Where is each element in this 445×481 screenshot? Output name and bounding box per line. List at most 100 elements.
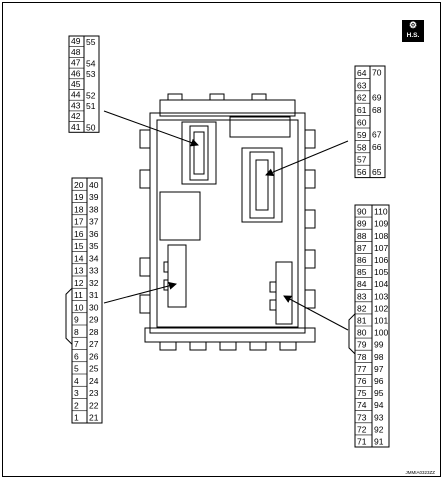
pin-label: 109 bbox=[374, 219, 388, 229]
pin-label: 43 bbox=[71, 100, 81, 110]
leader-lines bbox=[103, 110, 349, 331]
junction-box-unit bbox=[139, 93, 316, 351]
bottom-tab-1 bbox=[159, 341, 177, 351]
reference-code: JMMIA0323ZZ bbox=[405, 470, 435, 475]
pin-label: 86 bbox=[357, 255, 367, 265]
pin-label: 11 bbox=[74, 290, 83, 300]
top-tab-1 bbox=[167, 93, 183, 101]
top-tab-3 bbox=[251, 93, 267, 101]
pin-label: 49 bbox=[71, 36, 81, 46]
pin-label: 5 bbox=[74, 364, 79, 374]
pin-label: 75 bbox=[357, 388, 367, 398]
pin-label: 44 bbox=[71, 90, 81, 100]
pin-label: 12 bbox=[74, 278, 84, 288]
pin-label: 64 bbox=[357, 68, 367, 78]
pin-label: 9 bbox=[74, 315, 79, 325]
socket-left-bottom-notch-1 bbox=[163, 261, 169, 273]
pin-label: 27 bbox=[89, 339, 99, 349]
pin-label: 16 bbox=[74, 229, 84, 239]
pin-label: 14 bbox=[74, 253, 84, 263]
pin-label: 95 bbox=[374, 388, 384, 398]
pin-label: 31 bbox=[89, 290, 99, 300]
diagram-frame bbox=[2, 2, 441, 477]
pin-label: 80 bbox=[357, 328, 367, 338]
pin-label: 1 bbox=[74, 413, 79, 423]
pin-label: 65 bbox=[372, 167, 382, 177]
relay-box bbox=[159, 191, 201, 241]
pin-label: 106 bbox=[374, 255, 388, 265]
pin-label: 8 bbox=[74, 327, 79, 337]
pin-label: 71 bbox=[357, 437, 367, 447]
harness-connector-icon: ⚙ bbox=[408, 20, 418, 30]
pin-label: 76 bbox=[357, 376, 367, 386]
unit-base bbox=[144, 327, 316, 343]
pin-label: 79 bbox=[357, 340, 367, 350]
pin-label: 105 bbox=[374, 267, 388, 277]
pin-label: 37 bbox=[89, 217, 99, 227]
pin-label: 21 bbox=[89, 413, 99, 423]
pin-label: 74 bbox=[357, 400, 367, 410]
connector-lock-tab bbox=[65, 287, 73, 345]
connector-lock-tab bbox=[348, 313, 356, 355]
pin-label: 30 bbox=[89, 302, 99, 312]
pin-label: 108 bbox=[374, 231, 388, 241]
pin-label: 87 bbox=[357, 243, 367, 253]
pin-label: 89 bbox=[357, 219, 367, 229]
badge-label: H.S. bbox=[406, 32, 420, 39]
pin-label: 100 bbox=[374, 328, 388, 338]
pin-label: 107 bbox=[374, 243, 388, 253]
bottom-tab-2 bbox=[189, 341, 207, 351]
pin-label: 34 bbox=[89, 253, 99, 263]
pin-label: 68 bbox=[372, 105, 382, 115]
pin-label: 6 bbox=[74, 351, 79, 361]
pin-label: 104 bbox=[374, 279, 388, 289]
pin-label: 96 bbox=[374, 376, 384, 386]
pin-label: 52 bbox=[86, 90, 96, 100]
pin-label: 54 bbox=[86, 58, 96, 68]
pin-label: 84 bbox=[357, 279, 367, 289]
pin-label: 59 bbox=[357, 130, 367, 140]
pin-label: 70 bbox=[372, 68, 382, 78]
socket-left-top-outer bbox=[181, 121, 217, 185]
pin-label: 17 bbox=[74, 217, 84, 227]
pin-label: 92 bbox=[374, 424, 384, 434]
leader-right-top bbox=[265, 140, 349, 177]
socket-left-top-inner bbox=[189, 125, 209, 181]
pin-label: 69 bbox=[372, 93, 382, 103]
pin-label: 35 bbox=[89, 241, 99, 251]
pin-label: 36 bbox=[89, 229, 99, 239]
pin-label: 40 bbox=[89, 180, 99, 190]
pin-label: 42 bbox=[71, 111, 81, 121]
pin-label: 91 bbox=[374, 437, 384, 447]
leader-left-top bbox=[103, 110, 199, 147]
side-tab-right-3 bbox=[304, 209, 316, 229]
socket-right-bottom bbox=[275, 261, 293, 325]
socket-left-bottom bbox=[167, 244, 187, 308]
pin-label: 19 bbox=[74, 192, 84, 202]
unit-inner-body bbox=[156, 119, 299, 328]
pin-label: 10 bbox=[74, 302, 84, 312]
pin-label: 88 bbox=[357, 231, 367, 241]
leader-right-bottom bbox=[283, 295, 349, 331]
pin-label: 4 bbox=[74, 376, 79, 386]
pin-label: 53 bbox=[86, 69, 96, 79]
pin-label: 13 bbox=[74, 266, 84, 276]
side-tab-right-5 bbox=[304, 289, 316, 309]
pin-label: 20 bbox=[74, 180, 84, 190]
pin-label: 94 bbox=[374, 400, 384, 410]
socket-left-top-core bbox=[193, 131, 205, 175]
pin-label: 7 bbox=[74, 339, 79, 349]
pin-label: 41 bbox=[71, 122, 81, 132]
pin-label: 32 bbox=[89, 278, 99, 288]
harness-badge: ⚙ H.S. bbox=[402, 20, 424, 42]
pin-label: 46 bbox=[71, 68, 81, 78]
socket-right-top-inner bbox=[249, 151, 275, 219]
pin-label: 103 bbox=[374, 291, 388, 301]
pin-label: 61 bbox=[357, 105, 367, 115]
pin-label: 60 bbox=[357, 118, 367, 128]
pin-label: 73 bbox=[357, 412, 367, 422]
